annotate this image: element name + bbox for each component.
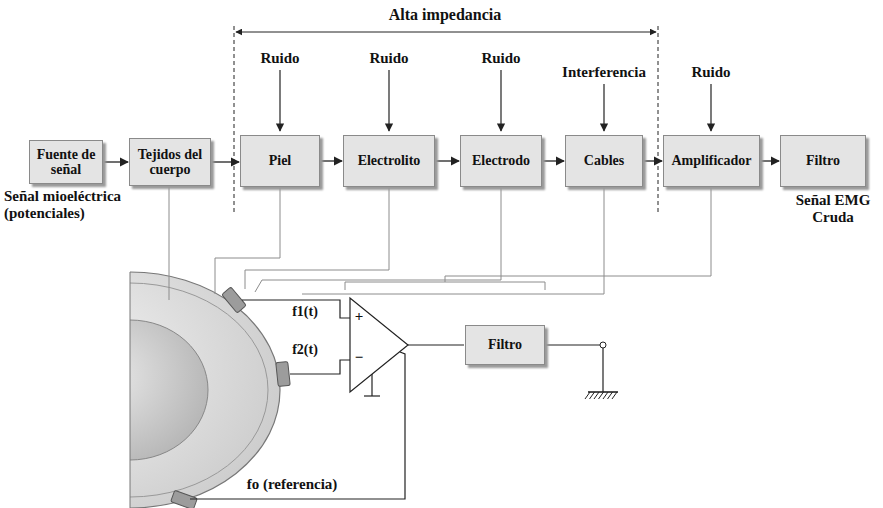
signal-label: Señal mioeléctrica (potenciales) [4, 188, 142, 223]
filter-box: Filtro [780, 135, 866, 187]
electrode [171, 287, 291, 508]
bracket-label: Alta impedancia [389, 6, 501, 24]
hatch-stroke [599, 392, 604, 399]
noise-arrow [280, 70, 711, 131]
noise-label: Ruido [260, 50, 299, 67]
cable-box: Cables [565, 135, 643, 187]
hatch-stroke [594, 392, 599, 399]
box-label: Filtro [806, 153, 840, 168]
box-label: Electrodo [472, 153, 530, 168]
op-amp [350, 298, 408, 392]
terminal [600, 342, 606, 348]
section-edge [130, 272, 131, 508]
box-label: Fuente de señal [36, 147, 96, 178]
reference-label: fo (referencia) [247, 476, 338, 493]
signal-arrow [103, 161, 128, 162]
impedance-bracket [234, 26, 658, 215]
hatch-stroke [590, 392, 595, 399]
electrolyte-box: Electrolito [343, 135, 435, 187]
skin-box: Piel [240, 135, 320, 187]
source-box: Fuente de señal [29, 140, 103, 184]
box-label: Cables [584, 153, 624, 168]
box-label: Amplificador [671, 153, 751, 168]
filter-box: Filtro [465, 325, 545, 365]
signal-arrow [542, 160, 564, 161]
ground-symbol [585, 392, 618, 399]
signal-arrow [435, 160, 459, 161]
hatch-stroke [612, 392, 617, 399]
hatch-stroke [585, 392, 590, 399]
noise-label: Ruido [481, 50, 520, 67]
hatch-stroke [603, 392, 608, 399]
signal-arrow [211, 161, 239, 162]
box-label: Piel [269, 153, 292, 168]
interference-label: Interferencia [562, 64, 646, 81]
pin-sign: − [355, 349, 364, 366]
signal-name: f2(t) [292, 342, 318, 358]
pin-sign: + [355, 308, 364, 325]
signal-arrow [320, 160, 342, 161]
wire [190, 300, 603, 499]
box-label: Tejidos del cuerpo [136, 147, 204, 178]
hatch-stroke [608, 392, 613, 399]
box-label: Electrolito [358, 153, 421, 168]
electrode-box: Electrodo [460, 135, 542, 187]
signal-label: Señal EMG Cruda [787, 192, 879, 227]
noise-label: Ruido [691, 64, 730, 81]
signal-name: f1(t) [292, 304, 318, 320]
tissue-box: Tejidos del cuerpo [129, 138, 211, 186]
noise-label: Ruido [369, 50, 408, 67]
box-label: Filtro [488, 337, 522, 352]
signal-arrow [643, 160, 662, 161]
amplifier-box: Amplificador [663, 135, 760, 187]
leader-line [169, 186, 711, 300]
signal-arrow [760, 160, 779, 161]
body-section [130, 272, 280, 508]
